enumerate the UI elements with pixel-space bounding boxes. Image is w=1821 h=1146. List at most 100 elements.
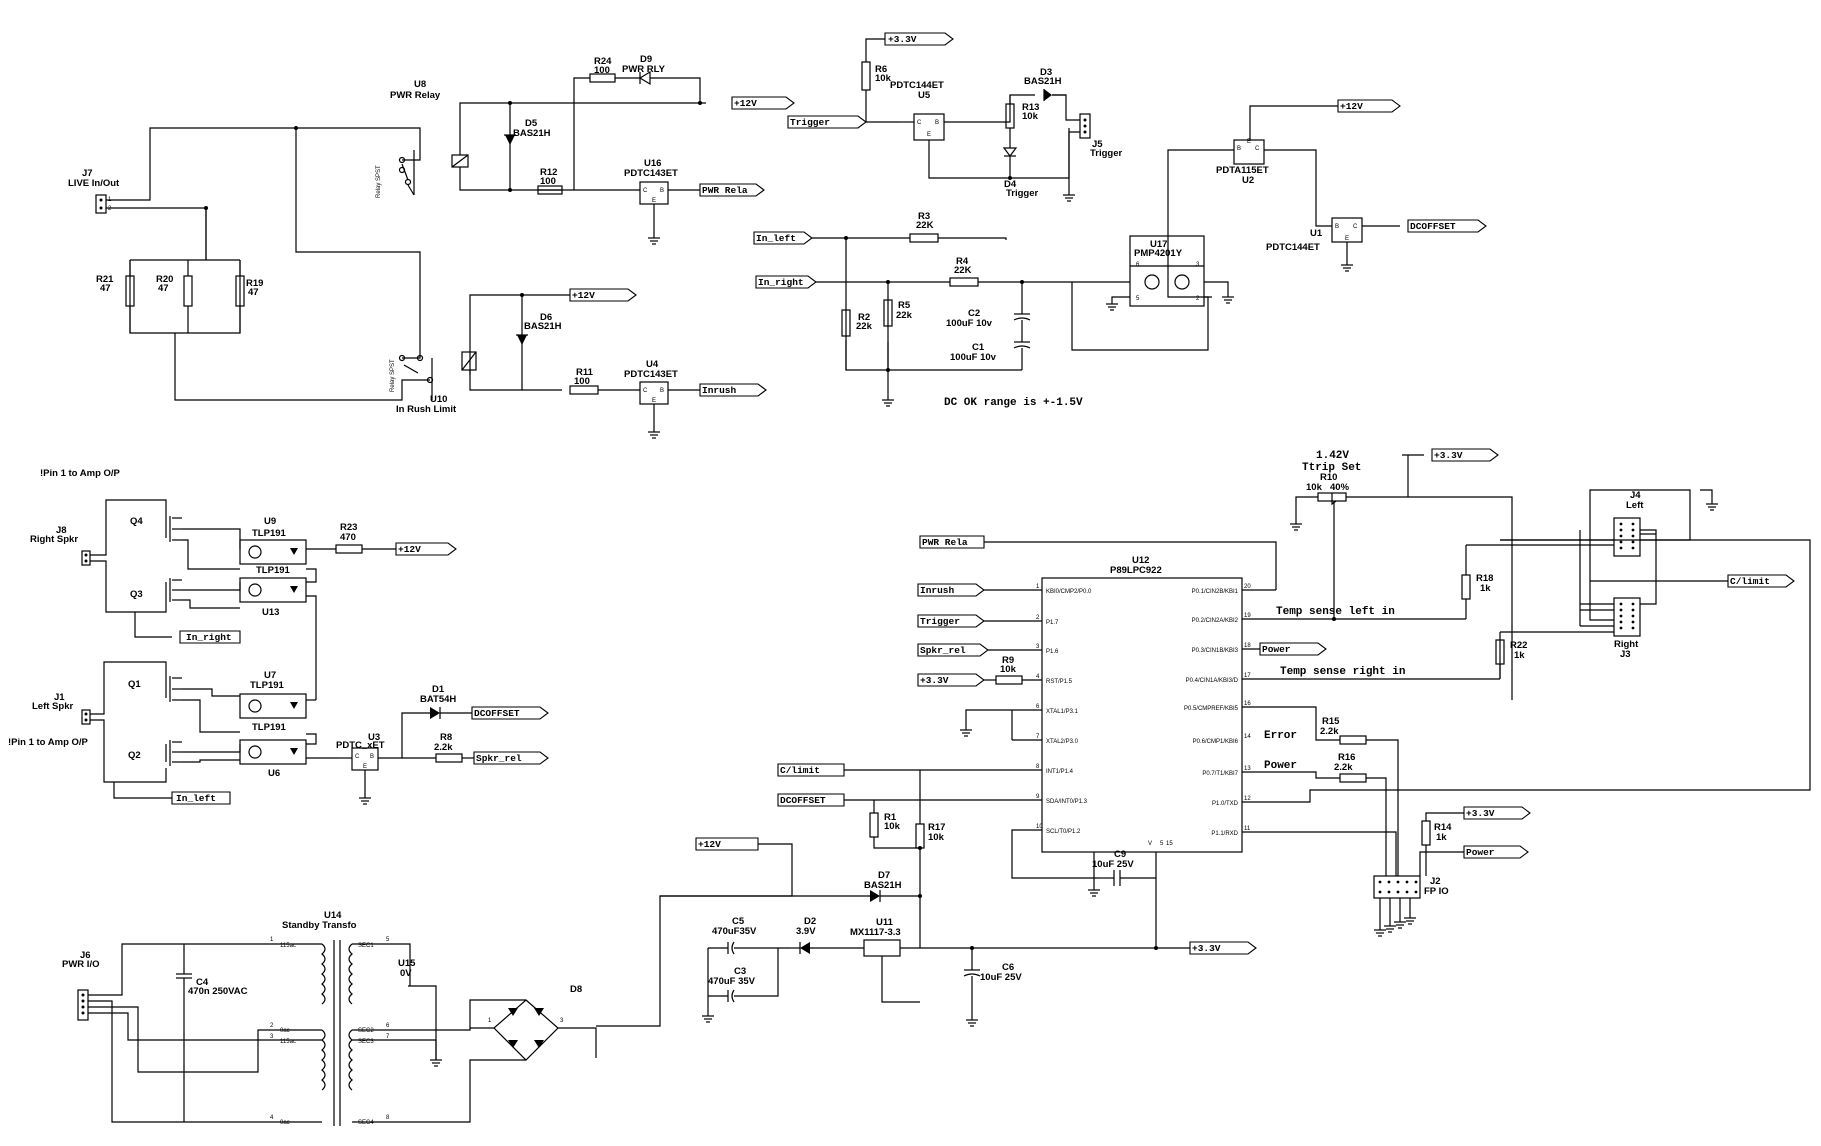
- svg-text:5: 5: [1160, 841, 1164, 847]
- svg-text:Spkr_rel: Spkr_rel: [476, 753, 522, 764]
- svg-text:4: 4: [270, 1115, 274, 1121]
- r19-ref: R19: [246, 278, 263, 289]
- c1-value: 100uF 10v: [950, 352, 997, 363]
- header-pin: [1619, 546, 1623, 550]
- r15-ref: R15: [1322, 716, 1340, 727]
- r24-ref: R24: [594, 56, 612, 67]
- u9-ref: U9: [264, 516, 276, 527]
- u14-ref: U14: [324, 910, 342, 921]
- svg-text:Spkr_rel: Spkr_rel: [920, 645, 966, 656]
- d7-diode: [870, 890, 880, 902]
- u15-value: 0V: [400, 968, 412, 979]
- r20-ref: R20: [156, 274, 173, 285]
- r16-value: 2.2k: [1334, 762, 1353, 773]
- r2-ref: R2: [858, 312, 870, 323]
- r12-value: 100: [540, 176, 556, 187]
- r9-value: 10k: [1000, 664, 1017, 675]
- svg-text:B: B: [660, 388, 664, 394]
- svg-text:Trigger: Trigger: [920, 616, 960, 627]
- u5-ref: U5: [918, 90, 931, 101]
- svg-text:C: C: [917, 120, 922, 126]
- j4-ref: J4: [1630, 490, 1641, 501]
- j3-name: Right: [1614, 639, 1639, 650]
- j3-pins: [1619, 602, 1635, 630]
- r12-ref: R12: [540, 167, 557, 178]
- u4-value: PDTC143ET: [624, 369, 678, 380]
- d8-bridge-rectifier: [493, 999, 559, 1061]
- q2-ref: Q2: [128, 750, 141, 761]
- u12-pin-name: P0.7/T1/KBI7: [1202, 771, 1238, 777]
- net-flag-power-j2: Power: [1463, 845, 1529, 859]
- r8-resistor: [435, 753, 463, 763]
- net-flag-33v-out: +3.3V: [1189, 941, 1257, 955]
- d3-diode: [1044, 89, 1052, 101]
- net-flag-12v-u9: +12V: [395, 542, 457, 556]
- r13-ref: R13: [1022, 102, 1039, 113]
- u8-relay-label: Relay SPST: [376, 165, 382, 198]
- header-pin: [1631, 522, 1635, 526]
- u8-ref: U8: [414, 79, 426, 90]
- u12-right-pins: 20P0.1/CIN2B/KBI119P0.2/CIN2A/KBI218P0.3…: [1184, 584, 1251, 837]
- svg-text:3: 3: [560, 1018, 564, 1024]
- u12-pin-num: 17: [1244, 673, 1251, 679]
- j7-connector: [95, 194, 107, 214]
- r14-ref: R14: [1434, 822, 1452, 833]
- u12-pin-num: 19: [1244, 613, 1251, 619]
- u12-pin-num: 1: [1036, 584, 1040, 590]
- svg-text:In_left: In_left: [176, 793, 216, 804]
- j5-connector: [1079, 113, 1091, 139]
- svg-text:2: 2: [270, 1023, 274, 1029]
- u12-microcontroller: [1041, 577, 1243, 853]
- svg-text:0ac: 0ac: [280, 1028, 290, 1034]
- r19-value: 47: [248, 287, 259, 298]
- j8-ref: J8: [56, 525, 67, 536]
- j4-connector: [1613, 517, 1641, 557]
- r14-resistor: [1421, 820, 1431, 846]
- mains-relay-section: 12 J7 LIVE In/Out R21 47 R20 47 R19 47: [68, 54, 706, 439]
- svg-text:C: C: [1353, 224, 1358, 230]
- u12-pin-name: P0.5/CMPREF/KBI5: [1184, 706, 1239, 712]
- u13-value: TLP191: [256, 565, 291, 576]
- svg-text:E: E: [652, 398, 656, 404]
- header-pin: [1396, 890, 1400, 894]
- svg-text:SEC2: SEC2: [358, 1028, 374, 1034]
- header-pin: [1414, 890, 1418, 894]
- svg-text:C: C: [1255, 146, 1260, 152]
- u7-value: TLP191: [250, 680, 285, 691]
- svg-text:SEC1: SEC1: [358, 943, 374, 949]
- svg-text:8: 8: [386, 1115, 390, 1121]
- svg-text:+12V: +12V: [698, 839, 721, 850]
- svg-text:1: 1: [488, 1018, 492, 1024]
- u12-pin-num: 12: [1244, 796, 1251, 802]
- header-pin: [1619, 608, 1623, 612]
- header-pin: [1631, 534, 1635, 538]
- u12-pin-num: 7: [1036, 734, 1040, 740]
- u12-pin-name: P1.6: [1046, 649, 1059, 655]
- header-pin: [1414, 880, 1418, 884]
- r8-value: 2.2k: [434, 742, 453, 753]
- svg-text:0ac: 0ac: [280, 1120, 290, 1126]
- u1-value: PDTC144ET: [1266, 242, 1320, 253]
- u12-pin-name: P0.4/CIN1A/KBI3/D: [1186, 678, 1239, 684]
- net-flag-dcoffset-d1: DCOFFSET: [471, 706, 549, 720]
- net-flag-spkr-rel: Spkr_rel: [473, 751, 549, 765]
- u12-pin-name: P0.1/CIN2B/KBI1: [1192, 589, 1239, 595]
- r10-ref: R10: [1320, 472, 1337, 483]
- svg-text:C: C: [643, 388, 648, 394]
- j8-connector: [81, 550, 91, 566]
- r6-value: 10k: [875, 73, 892, 84]
- d9-ref: D9: [640, 54, 652, 65]
- svg-text:2: 2: [1196, 296, 1200, 302]
- svg-text:E: E: [363, 764, 367, 770]
- d5-diode: [505, 135, 515, 145]
- d6-ref: D6: [540, 312, 552, 323]
- temp-right-label: Temp sense right in: [1280, 666, 1405, 678]
- u10-relay-coil: [461, 351, 477, 371]
- svg-text:+3.3V: +3.3V: [1466, 808, 1495, 819]
- net-flag-climit: C/limit: [777, 763, 845, 777]
- r21-ref: R21: [96, 274, 114, 285]
- u12-pin-num: 9: [1036, 794, 1040, 800]
- j1-connector: [81, 709, 91, 725]
